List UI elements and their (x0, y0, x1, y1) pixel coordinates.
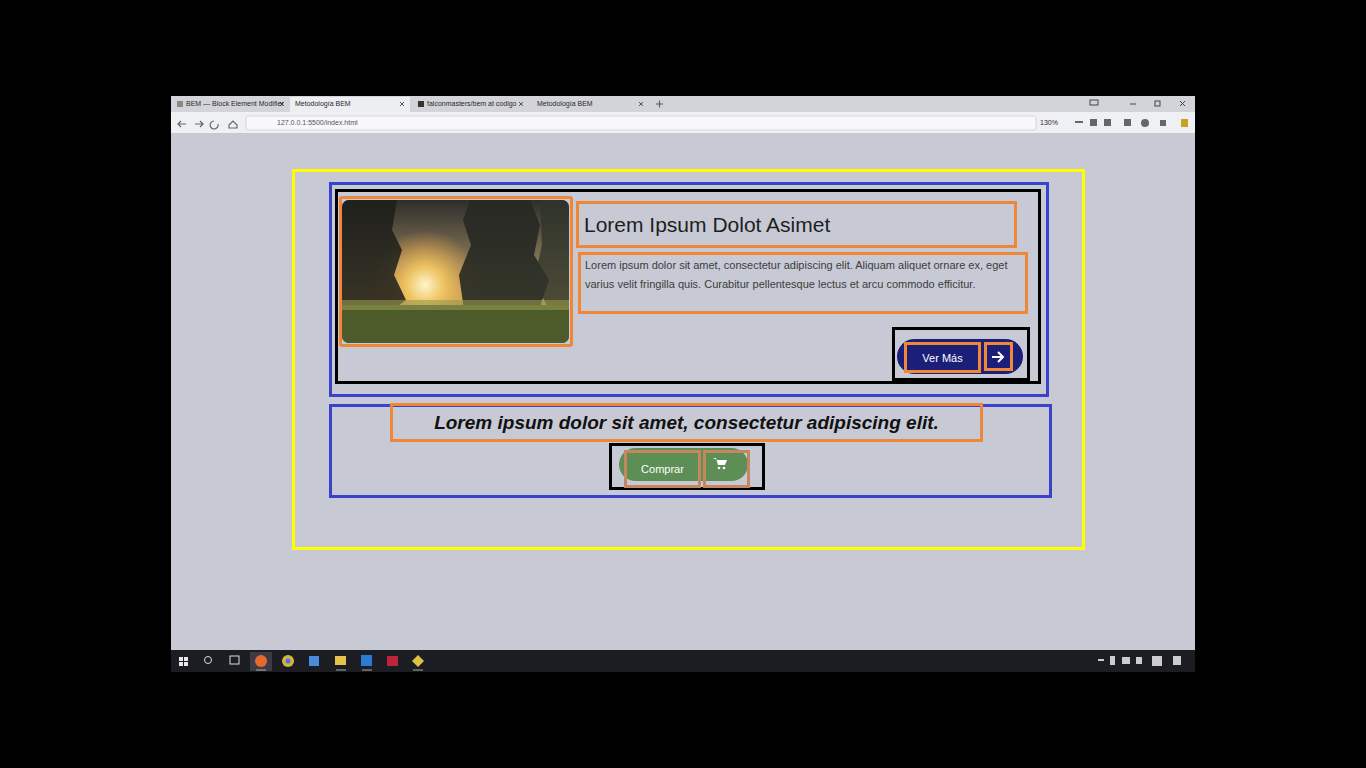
button-icon (984, 342, 1013, 371)
photo-tree (459, 200, 549, 310)
url-text: 127.0.0.1:5500/index.html (277, 118, 358, 128)
tab-title: BEM — Block Element Modifier (186, 99, 284, 109)
tab-title: Metodología BEM (295, 99, 351, 109)
card-text-label: Lorem ipsum dolor sit amet, consectetur … (585, 256, 1021, 294)
card-content: Lorem Ipsum Dolot AsimetLorem ipsum dolo… (335, 189, 1041, 384)
url-field (246, 116, 1036, 130)
buy-button: Comprar (609, 443, 765, 490)
promo-text: Lorem ipsum dolor sit amet, consectetur … (390, 403, 983, 442)
card-title-label: Lorem Ipsum Dolot Asimet (584, 213, 830, 237)
taskbar (171, 650, 1195, 672)
card-block: Lorem Ipsum Dolot AsimetLorem ipsum dolo… (329, 182, 1049, 397)
nav-buttons (178, 121, 237, 129)
window-controls (1090, 100, 1185, 106)
photo-sky (342, 200, 569, 343)
nav-bar (171, 112, 1195, 133)
photo-tree (534, 200, 569, 310)
bem-block: Lorem Ipsum Dolot AsimetLorem ipsum dolo… (292, 169, 1085, 550)
buy-button-text: Comprar (624, 450, 701, 488)
tab-title: Metodología BEM (537, 99, 593, 109)
ver-mas-button (897, 339, 1023, 374)
zoom-level: 130% (1040, 118, 1058, 128)
tab-bar (171, 96, 1195, 112)
sunset-photo (342, 200, 569, 343)
button-text: Ver Más (904, 342, 981, 373)
promo-block: Lorem ipsum dolor sit amet, consectetur … (329, 404, 1052, 498)
card-text: Lorem ipsum dolor sit amet, consectetur … (578, 252, 1028, 314)
buy-button-icon (703, 450, 750, 488)
buy-button-text-label: Comprar (641, 463, 684, 475)
promo-text-label: Lorem ipsum dolor sit amet, consectetur … (434, 412, 939, 434)
page-area (171, 96, 1195, 650)
cart-icon (713, 458, 727, 469)
active-tab (290, 97, 410, 112)
card-title: Lorem Ipsum Dolot Asimet (576, 201, 1017, 248)
button-text-label: Ver Más (922, 352, 962, 364)
photo-grass-light (342, 300, 569, 310)
taskbar-icons (179, 652, 1181, 671)
toolbar-icons (1075, 119, 1188, 127)
card-image (339, 196, 573, 347)
tab-title: falconmasters/bem at codigo (427, 99, 517, 109)
button-block: Ver Más (892, 327, 1030, 381)
photo-tree (342, 200, 406, 315)
photo-grass (342, 305, 569, 343)
arrow-icon (992, 352, 1003, 362)
